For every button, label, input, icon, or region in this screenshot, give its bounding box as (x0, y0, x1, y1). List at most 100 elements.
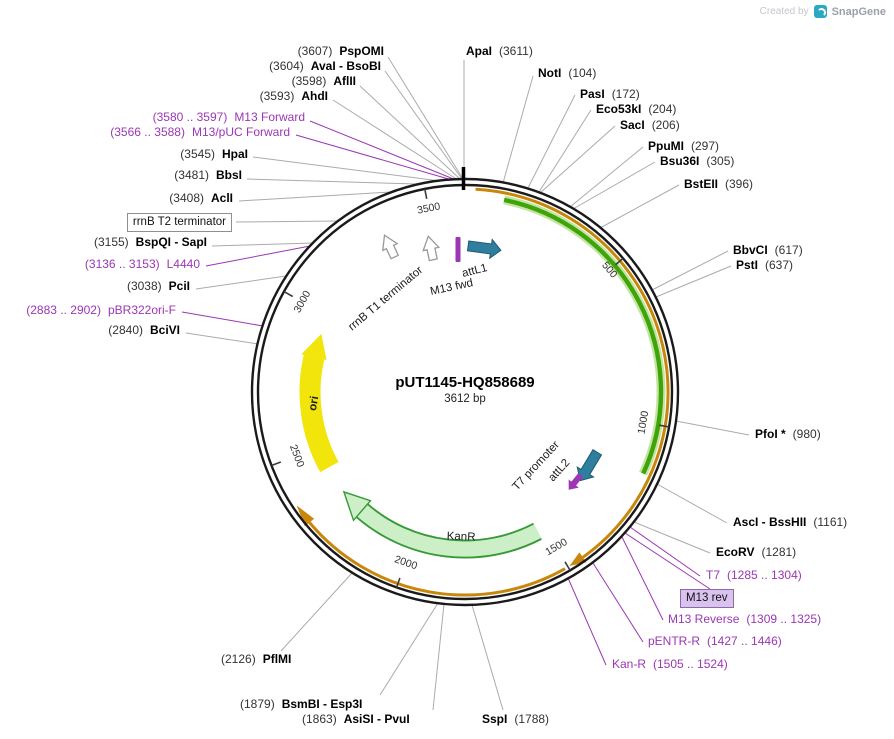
site-name: PasI (580, 87, 605, 101)
enzyme-label-bcivi[interactable]: (2840)BciVI (108, 323, 180, 338)
plasmid-name: pUT1145-HQ858689 (395, 374, 535, 391)
insert-gene-arc[interactable] (503, 197, 664, 475)
site-name: AscI - BssHII (733, 515, 807, 529)
site-position: (1281) (761, 545, 797, 559)
feature-name: rrnB T2 terminator (132, 216, 226, 228)
enzyme-label-pfoi[interactable]: PfoI *(980) (755, 427, 821, 442)
attl1-feature-arrow[interactable] (466, 236, 502, 260)
leader-line (432, 603, 445, 711)
primer-range: (1285 .. 1304) (727, 568, 802, 582)
primer-name: M13 Forward (234, 110, 305, 124)
leader-line (246, 178, 418, 185)
site-name: AvaI - BsoBI (310, 59, 381, 73)
kanr-feature-arrowhead[interactable] (342, 490, 372, 522)
enzyme-label-psti[interactable]: PstI(637) (736, 258, 793, 273)
primer-range: (1309 .. 1325) (746, 612, 822, 626)
primer-label-kan-r[interactable]: Kan-R(1505 .. 1524) (612, 657, 728, 672)
enzyme-label-bbsi[interactable]: (3481)BbsI (174, 168, 242, 183)
leader-line (471, 604, 504, 711)
enzyme-label-bbvci[interactable]: BbvCI(617) (733, 243, 803, 258)
site-position: (3155) (93, 235, 129, 249)
enzyme-label-saci[interactable]: SacI(206) (620, 118, 680, 133)
m13-fwd-primer-glyph[interactable] (455, 237, 461, 262)
kanr-feature-fill[interactable] (357, 504, 542, 557)
primer-label-m13-forward[interactable]: (3580 .. 3597) M13 Forward (153, 110, 305, 125)
leader-line (675, 420, 750, 436)
site-position: (637) (765, 258, 794, 272)
enzyme-label-noti[interactable]: NotI(104) (538, 66, 596, 81)
scale-tick (614, 257, 624, 266)
t1-terminator-arrow[interactable] (420, 235, 441, 262)
attl1-label[interactable]: attL1 (461, 262, 489, 280)
plasmid-size: 3612 bp (444, 393, 486, 405)
enzyme-label-aflii[interactable]: (3598)AflII (292, 74, 356, 89)
primer-label-l4440[interactable]: (3136 .. 3153)L4440 (85, 257, 200, 272)
site-name: Eco53kI (596, 102, 642, 116)
feature-name: M13 rev (686, 592, 728, 604)
enzyme-label-avai-bsobi[interactable]: (3604) AvaI - BsoBI (269, 59, 381, 74)
enzyme-label-acli[interactable]: (3408)AclI (169, 191, 233, 206)
enzyme-label-ahdi[interactable]: (3593)AhdI (260, 89, 328, 104)
ori-feature-arrowhead[interactable] (301, 333, 327, 361)
leader-line (633, 521, 711, 554)
enzyme-label-asisi-pvui[interactable]: (1863)AsiSI - PvuI (302, 712, 410, 727)
enzyme-label-bspqi-sapi[interactable]: (3155)BspQI - SapI (94, 235, 207, 250)
scale-tick-label: 3000 (291, 289, 313, 315)
misc-feature-arc-bottom[interactable] (308, 521, 566, 597)
site-position: (297) (691, 139, 720, 153)
leader-line-purple (621, 536, 664, 621)
misc-feature-arc-right[interactable] (475, 187, 670, 559)
ori-feature-arrow[interactable] (299, 354, 339, 473)
leader-line-purple (624, 532, 711, 590)
t7-promoter-glyph[interactable] (564, 471, 586, 494)
attl2-label[interactable]: attL2 (546, 457, 572, 484)
primer-label-pentr-r[interactable]: pENTR-R(1427 .. 1446) (648, 634, 782, 649)
scale-tick (424, 188, 428, 199)
enzyme-label-bsu36i[interactable]: Bsu36I(305) (660, 154, 734, 169)
enzyme-label-asci-bsshii[interactable]: AscI - BssHII(1161) (733, 515, 847, 530)
enzyme-label-pspomi[interactable]: (3607)PspOMI (298, 44, 384, 59)
watermark-created-by: Created by (759, 6, 809, 17)
site-name: AhdI (301, 89, 328, 103)
m13-rev-box-label[interactable]: M13 rev (680, 589, 734, 608)
primer-name: T7 (706, 568, 721, 582)
misc-feature-arrowhead[interactable] (296, 505, 315, 527)
enzyme-label-hpai[interactable]: (3545)HpaI (180, 147, 248, 162)
site-position: (204) (648, 102, 677, 116)
enzyme-label-pflmi[interactable]: (2126)PflMI (221, 652, 291, 667)
enzyme-label-bsteii[interactable]: BstEII(396) (684, 177, 753, 192)
primer-label-m13-puc-forward[interactable]: (3566 .. 3588)M13/pUC Forward (110, 125, 290, 140)
enzyme-label-ppumi[interactable]: PpuMI(297) (648, 139, 719, 154)
ori-label[interactable]: ori (307, 395, 321, 412)
primer-label-pbr322ori-f[interactable]: (2883 .. 2902)pBR322ori-F (26, 303, 176, 318)
primer-label-t7[interactable]: T7 (1285 .. 1304) (706, 568, 802, 583)
enzyme-label-apai[interactable]: ApaI(3611) (466, 44, 533, 59)
leader-line (379, 602, 439, 696)
site-position: (617) (774, 243, 803, 257)
primer-range: (3580 .. 3597) (152, 110, 228, 124)
primer-label-m13-reverse[interactable]: M13 Reverse (1309 .. 1325) (668, 612, 821, 627)
primer-name: M13 Reverse (668, 612, 740, 626)
enzyme-label-sspi[interactable]: SspI(1788) (482, 712, 549, 727)
leader-line-purple (181, 311, 264, 327)
site-position: (3604) (269, 59, 304, 73)
leader-line (569, 146, 644, 208)
site-name: ApaI (466, 44, 493, 58)
t2-terminator-box-label[interactable]: rrnB T2 terminator (126, 213, 232, 232)
enzyme-label-pasi[interactable]: PasI(172) (580, 87, 640, 102)
t1-terminator-label[interactable]: rrnB T1 terminator (346, 264, 425, 333)
scale-tick-label: 2000 (393, 553, 419, 572)
t1-terminator-arrow[interactable] (377, 232, 402, 261)
enzyme-label-ecorv[interactable]: EcoRV(1281) (716, 545, 796, 560)
m13-fwd-label[interactable]: M13 fwd (429, 277, 474, 298)
scale-tick (271, 461, 282, 467)
leader-line (195, 275, 287, 290)
kanr-label[interactable]: KanR (447, 531, 476, 544)
primer-name: L4440 (166, 257, 200, 271)
enzyme-label-eco53ki[interactable]: Eco53kI (204) (596, 102, 676, 117)
site-name: BsmBI - Esp3I (281, 697, 363, 711)
misc-feature-arrowhead[interactable] (569, 552, 587, 566)
enzyme-label-bsmbi-esp3i[interactable]: (1879)BsmBI - Esp3I (240, 697, 362, 712)
enzyme-label-pcii[interactable]: (3038)PciI (127, 279, 190, 294)
primer-range: (1427 .. 1446) (707, 634, 782, 648)
